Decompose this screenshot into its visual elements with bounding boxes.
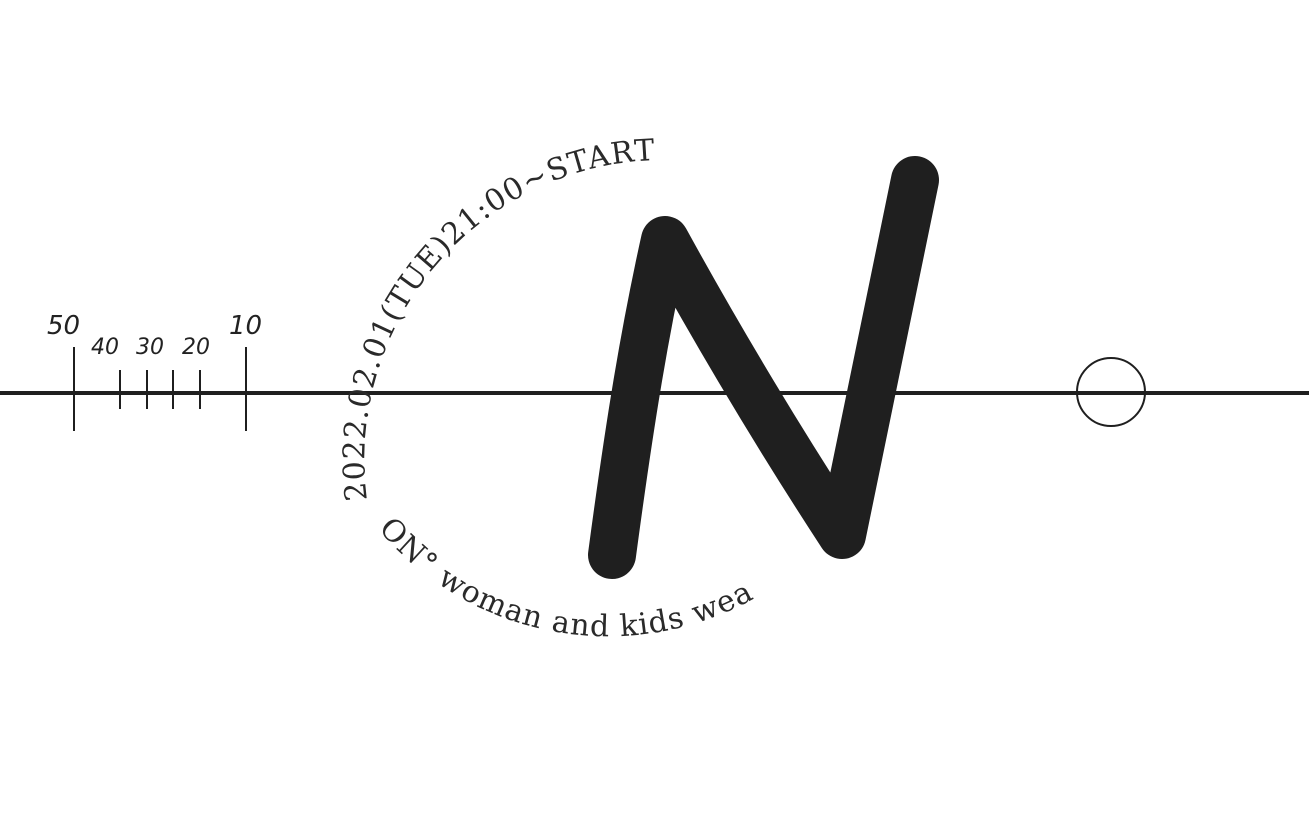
brush-letter-n-icon — [588, 156, 939, 579]
open-circle-icon — [1076, 357, 1146, 427]
scale-label-50: 50 — [47, 311, 80, 341]
scale-label-20: 20 — [182, 335, 210, 360]
scale-ruler — [73, 347, 247, 431]
scale-label-10: 10 — [229, 311, 262, 341]
scale-label-30: 30 — [136, 335, 164, 360]
scale-label-40: 40 — [91, 335, 119, 360]
